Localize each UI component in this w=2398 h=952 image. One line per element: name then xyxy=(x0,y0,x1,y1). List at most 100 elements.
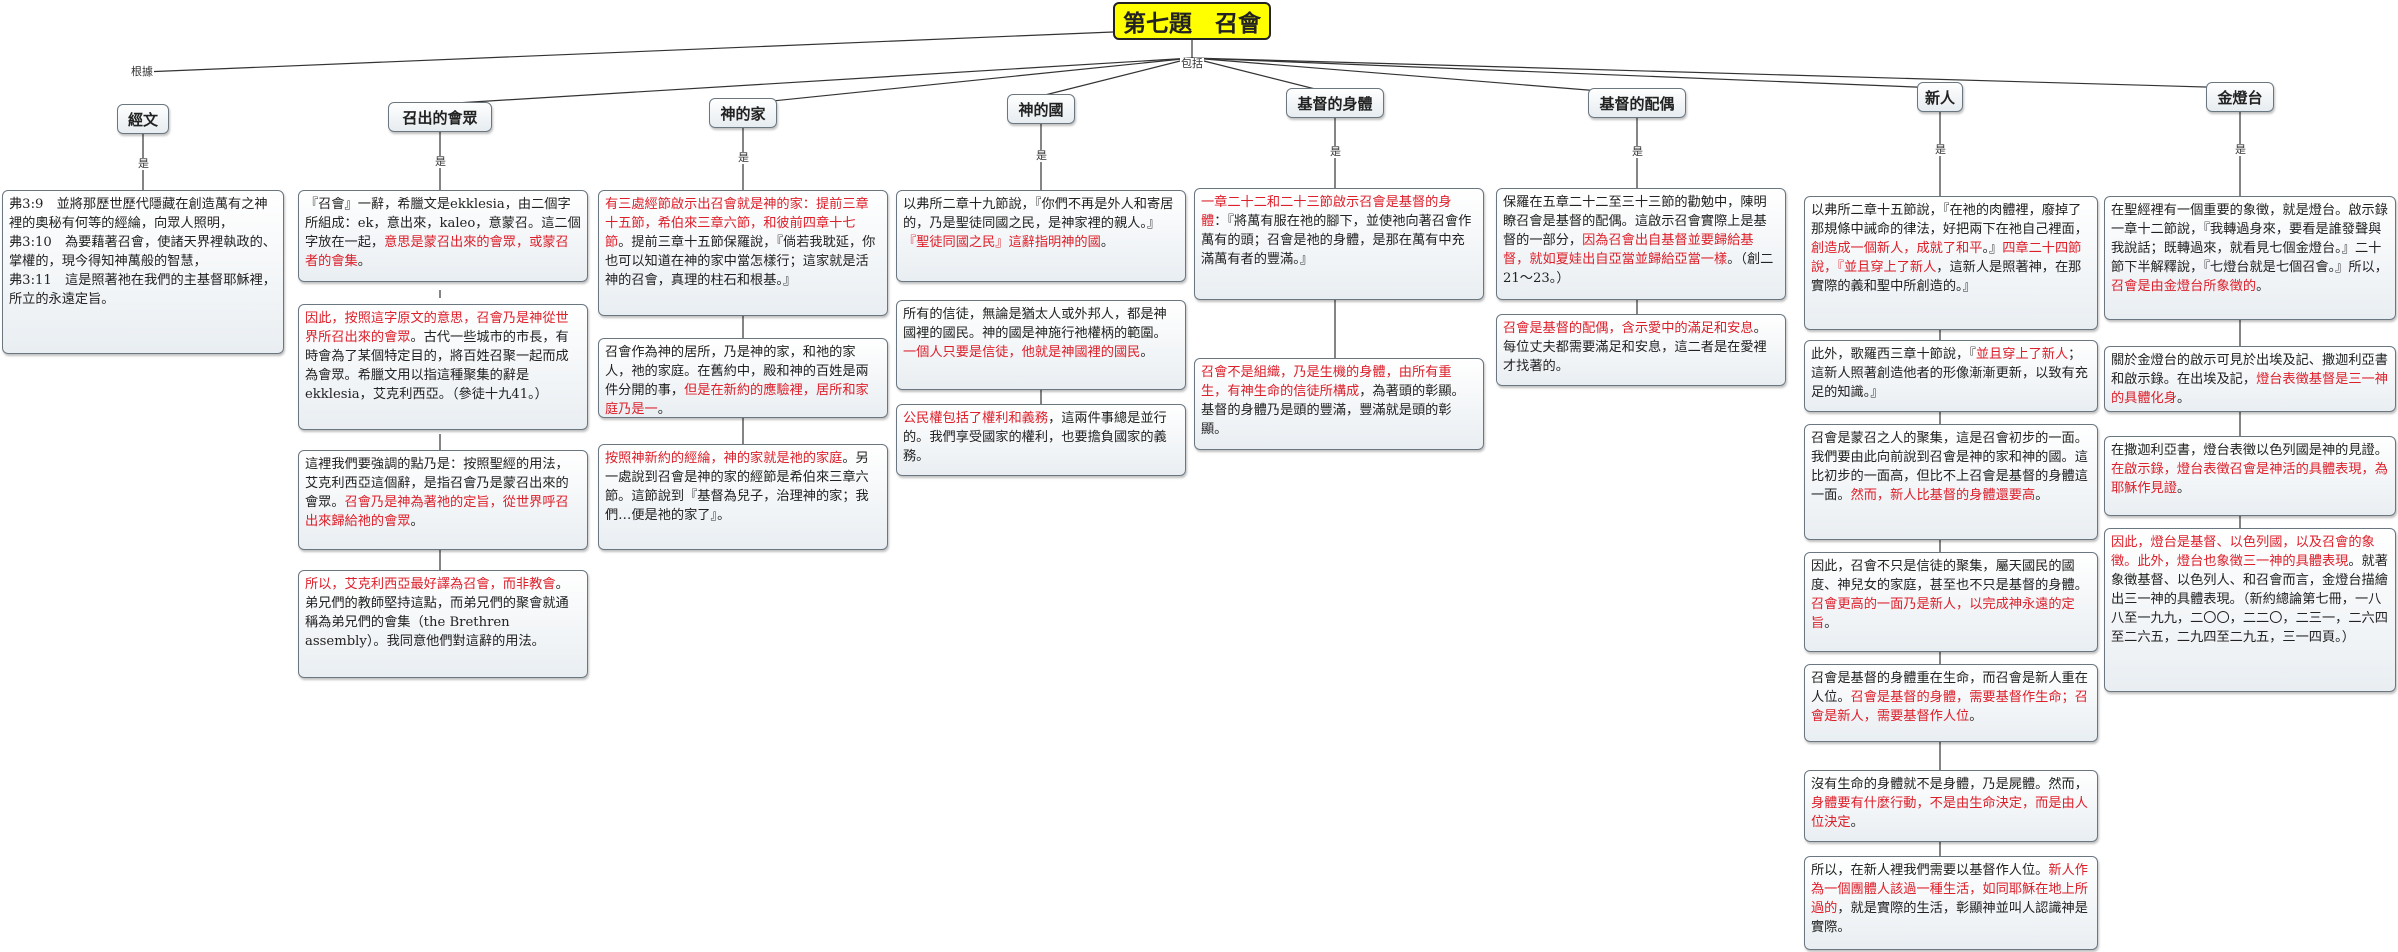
highlight-text: 創造成一個新人，成就了和平 xyxy=(1811,241,1983,256)
new-man-box-5[interactable]: 召會是基督的身體重在生命，而召會是新人重在人位。召會是基督的身體，需要基督作生命… xyxy=(1804,664,2098,742)
body-text: 。 xyxy=(357,254,371,269)
highlight-text: 但是在新約的應驗裡，居所和家庭乃是一 xyxy=(605,383,869,417)
bride-box-2[interactable]: 召會是基督的配偶，含示愛中的滿足和安息。每位丈夫都需要滿足和安息，這二者是在愛裡… xyxy=(1496,314,1786,386)
bride-box-1[interactable]: 保羅在五章二十二至三十三節的勸勉中，陳明瞭召會是基督的配偶。這啟示召會實際上是基… xyxy=(1496,188,1786,300)
highlight-text: 因此，燈台是基督、以色列國，以及召會的象徵。此外，燈台也象徵三一神的具體表現 xyxy=(2111,535,2375,569)
body-text: 在聖經裡有一個重要的象徵，就是燈台。啟示錄一章十二節說，『我轉過身來，要看是誰發… xyxy=(2111,203,2388,275)
highlight-text: 召會不是組織，乃是生機的身體，由所有重生，有神生命的信徒所構成 xyxy=(1201,365,1452,399)
body-text: 。 xyxy=(1140,345,1154,360)
body-text: 。 xyxy=(1850,815,1864,830)
highlight-text: 一章二十二和二十三節啟示召會是基督的身體 xyxy=(1201,195,1452,229)
body-text: 所以，在新人裡我們需要以基督作人位。 xyxy=(1811,863,2049,878)
body-text: 弗3:9 並將那歷世歷代隱藏在創造萬有之神裡的奧秘有何等的經綸，向眾人照明， xyxy=(9,197,268,231)
body-text: 。 xyxy=(2035,488,2049,503)
edge-label-is: 是 xyxy=(434,155,447,168)
edge-label-is: 是 xyxy=(1934,143,1947,156)
highlight-text: 召會是基督的配偶，含示愛中的滿足和安息 xyxy=(1503,321,1754,336)
body-text: 。每位丈夫都需要滿足和安息，這二者是在愛裡才找著的。 xyxy=(1503,321,1767,374)
highlight-text: 身體要有什麼行動，不是由生命決定，而是由人位決定 xyxy=(1811,796,2088,830)
highlight-text: 召會更高的一面乃是新人，以完成神永遠的定旨 xyxy=(1811,597,2075,631)
body-text: ，就是實際的生活，彰顯神並叫人認識神是實際。 xyxy=(1811,901,2088,935)
called-out-box-1[interactable]: 『召會』一辭，希臘文是ekklesia，由二個字所組成：ek，意出來，kaleo… xyxy=(298,190,588,282)
category-body-of-christ[interactable]: 基督的身體 xyxy=(1286,88,1384,118)
edge-label-includes: 包括 xyxy=(1180,57,1204,70)
category-bride-of-christ[interactable]: 基督的配偶 xyxy=(1588,88,1686,118)
highlight-text: 新人作為一個團體人該過一種生活，如同耶穌在地上所過的 xyxy=(1811,863,2088,916)
category-kingdom-of-god[interactable]: 神的國 xyxy=(1007,94,1075,124)
highlight-text: 意思是蒙召出來的會眾，或蒙召者的會集 xyxy=(305,235,569,269)
edge-label-is: 是 xyxy=(2234,143,2247,156)
body-text: 召會作為神的居所，乃是神的家，和祂的家人，祂的家庭。在舊約中，殿和神的百姓是兩件… xyxy=(605,345,869,398)
highlight-text: 召會是由金燈台所象徵的 xyxy=(2111,279,2257,294)
body-text: 。古代一些城市的市長，有時會為了某個特定目的，將百姓召聚一起而成為會眾。希臘文用… xyxy=(305,330,569,402)
category-golden-lampstand[interactable]: 金燈台 xyxy=(2206,82,2274,112)
body-text: 。另一處說到召會是神的家的經節是希伯來三章六節。這節說到『基督為兒子，治理神的家… xyxy=(605,451,869,523)
house-box-1[interactable]: 有三處經節啟示出召會就是神的家：提前三章十五節，希伯來三章六節，和彼前四章十七節… xyxy=(598,190,888,316)
body-text: 弗3:10 為要藉著召會，使諸天界裡執政的、掌權的，現今得知神萬般的智慧， xyxy=(9,235,276,269)
new-man-box-2[interactable]: 此外，歌羅西三章十節說，『並且穿上了新人；這新人照著創造他者的形像漸漸更新，以致… xyxy=(1804,340,2098,412)
body-text: 所有的信徒，無論是猶太人或外邦人，都是神國裡的國民。神的國是神施行祂權柄的範圍。 xyxy=(903,307,1167,341)
highlight-text: 燈台表徵基督是三一神的具體化身 xyxy=(2111,372,2388,406)
category-called-out-assembly[interactable]: 召出的會眾 xyxy=(388,102,492,132)
edge-label-is: 是 xyxy=(137,157,150,170)
new-man-box-3[interactable]: 召會是蒙召之人的聚集，這是召會初步的一面。我們要由此向前說到召會是神的家和神的國… xyxy=(1804,424,2098,540)
highlight-text: 然而，新人比基督的身體還要高 xyxy=(1850,488,2036,503)
body-text: 保羅在五章二十二至三十三節的勸勉中，陳明瞭召會是基督的配偶。這啟示召會實際上是基… xyxy=(1503,195,1767,248)
edge-label-is: 是 xyxy=(1631,145,1644,158)
body-text: 召會是基督的身體重在生命，而召會是新人重在人位。 xyxy=(1811,671,2088,705)
highlight-text: 召會是基督的身體，需要基督作生命；召會是新人，需要基督作人位 xyxy=(1811,690,2088,724)
highlight-text: 因此，按照這字原文的意思，召會乃是神從世界所召出來的會眾 xyxy=(305,311,569,345)
called-out-box-2[interactable]: 因此，按照這字原文的意思，召會乃是神從世界所召出來的會眾。古代一些城市的市長，有… xyxy=(298,304,588,430)
body-text: 弗3:11 這是照著祂在我們的主基督耶穌裡，所立的永遠定旨。 xyxy=(9,273,276,307)
body-text: 召會是蒙召之人的聚集，這是召會初步的一面。我們要由此向前說到召會是神的家和神的國… xyxy=(1811,431,2088,503)
body-text: 。 xyxy=(410,514,424,529)
edge-label-is: 是 xyxy=(1329,145,1342,158)
body-box-2[interactable]: 召會不是組織，乃是生機的身體，由所有重生，有神生命的信徒所構成，為著頭的彰顯。基… xyxy=(1194,358,1484,450)
highlight-text: 公民權包括了權利和義務 xyxy=(903,411,1049,426)
category-new-man[interactable]: 新人 xyxy=(1917,82,1963,112)
body-text: 這裡我們要強調的點乃是：按照聖經的用法，艾克利西亞這個辭，是指召會乃是蒙召出來的… xyxy=(305,457,569,510)
house-box-3[interactable]: 按照神新約的經綸，神的家就是祂的家庭。另一處說到召會是神的家的經節是希伯來三章六… xyxy=(598,444,888,550)
body-text: 。（創二21～23。） xyxy=(1503,252,1774,286)
new-man-box-7[interactable]: 所以，在新人裡我們需要以基督作人位。新人作為一個團體人該過一種生活，如同耶穌在地… xyxy=(1804,856,2098,950)
lampstand-box-4[interactable]: 因此，燈台是基督、以色列國，以及召會的象徵。此外，燈台也象徵三一神的具體表現。就… xyxy=(2104,528,2396,692)
lampstand-box-3[interactable]: 在撒迦利亞書，燈台表徵以色列國是神的見證。在啟示錄，燈台表徵召會是神活的具體表現… xyxy=(2104,436,2396,516)
house-box-2[interactable]: 召會作為神的居所，乃是神的家，和祂的家人，祂的家庭。在舊約中，殿和神的百姓是兩件… xyxy=(598,338,888,418)
body-text: ，這新人是照著神，在那實際的義和聖中所創造的。』 xyxy=(1811,260,2082,294)
highlight-text: 『聖徒同國之民』這辭指明神的國 xyxy=(903,235,1101,250)
body-text: 。就著象徵基督、以色列人、和召會而言，金燈台描繪出三一神的具體表現。（新約總論第… xyxy=(2111,554,2388,645)
highlight-text: 四章二十四節說，『並且穿上了新人 xyxy=(1811,241,2082,275)
called-out-box-3[interactable]: 這裡我們要強調的點乃是：按照聖經的用法，艾克利西亞這個辭，是指召會乃是蒙召出來的… xyxy=(298,450,588,550)
body-text: 因此，召會不只是信徒的聚集，屬天國民的國度、神兒女的家庭，甚至也不只是基督的身體… xyxy=(1811,559,2088,593)
body-text: 。 xyxy=(2176,481,2191,496)
highlight-text: 召會乃是神為著祂的定旨，從世界呼召出來歸給祂的會眾 xyxy=(305,495,569,529)
body-text: 在撒迦利亞書，燈台表徵以色列國是神的見證。 xyxy=(2111,443,2388,458)
body-text: 。』 xyxy=(1982,241,2003,256)
body-text: 。 xyxy=(1969,709,1983,724)
body-text: ，為著頭的彰顯。基督的身體乃是頭的豐滿，豐滿就是頭的彰顯。 xyxy=(1201,384,1465,437)
highlight-text: 所以，艾克利西亞最好譯為召會，而非教會 xyxy=(305,577,556,592)
called-out-box-4[interactable]: 所以，艾克利西亞最好譯為召會，而非教會。弟兄們的教師堅持這點，而弟兄們的聚會就通… xyxy=(298,570,588,678)
body-text: 『召會』一辭，希臘文是ekklesia，由二個字所組成：ek，意出來，kaleo… xyxy=(305,197,581,250)
body-text: 。 xyxy=(657,402,671,417)
body-text: 。 xyxy=(2256,279,2270,294)
body-box-1[interactable]: 一章二十二和二十三節啟示召會是基督的身體：『將萬有服在祂的腳下，並使祂向著召會作… xyxy=(1194,188,1484,300)
kingdom-box-1[interactable]: 以弗所二章十九節說，『你們不再是外人和寄居的，乃是聖徒同國之民，是神家裡的親人。… xyxy=(896,190,1186,282)
body-text: 以弗所二章十五節說，『在祂的肉體裡，廢掉了那規條中誡命的律法，好把兩下在祂自己裡… xyxy=(1811,203,2088,237)
root-topic[interactable]: 第七題 召會 xyxy=(1113,2,1271,40)
edge-label-basis: 根據 xyxy=(130,65,154,78)
body-text: 關於金燈台的啟示可見於出埃及記、撒迦利亞書和啟示錄。在出埃及記， xyxy=(2111,353,2388,387)
category-scripture[interactable]: 經文 xyxy=(117,104,169,134)
category-house-of-god[interactable]: 神的家 xyxy=(709,98,777,128)
new-man-box-1[interactable]: 以弗所二章十五節說，『在祂的肉體裡，廢掉了那規條中誡命的律法，好把兩下在祂自己裡… xyxy=(1804,196,2098,330)
body-text: ；這新人照著創造他者的形像漸漸更新，以致有充足的知識。』 xyxy=(1811,347,2088,400)
lampstand-box-2[interactable]: 關於金燈台的啟示可見於出埃及記、撒迦利亞書和啟示錄。在出埃及記，燈台表徵基督是三… xyxy=(2104,346,2396,412)
new-man-box-4[interactable]: 因此，召會不只是信徒的聚集，屬天國民的國度、神兒女的家庭，甚至也不只是基督的身體… xyxy=(1804,552,2098,652)
lampstand-box-1[interactable]: 在聖經裡有一個重要的象徵，就是燈台。啟示錄一章十二節說，『我轉過身來，要看是誰發… xyxy=(2104,196,2396,320)
new-man-box-6[interactable]: 沒有生命的身體就不是身體，乃是屍體。然而，身體要有什麼行動，不是由生命決定，而是… xyxy=(1804,770,2098,842)
kingdom-box-2[interactable]: 所有的信徒，無論是猶太人或外邦人，都是神國裡的國民。神的國是神施行祂權柄的範圍。… xyxy=(896,300,1186,390)
kingdom-box-3[interactable]: 公民權包括了權利和義務，這兩件事總是並行的。我們享受國家的權利，也要擔負國家的義… xyxy=(896,404,1186,476)
body-text: 此外，歌羅西三章十節說，『 xyxy=(1811,347,1976,362)
scripture-box[interactable]: 弗3:9 並將那歷世歷代隱藏在創造萬有之神裡的奧秘有何等的經綸，向眾人照明， 弗3… xyxy=(2,190,284,354)
body-text: 。 xyxy=(1824,616,1838,631)
